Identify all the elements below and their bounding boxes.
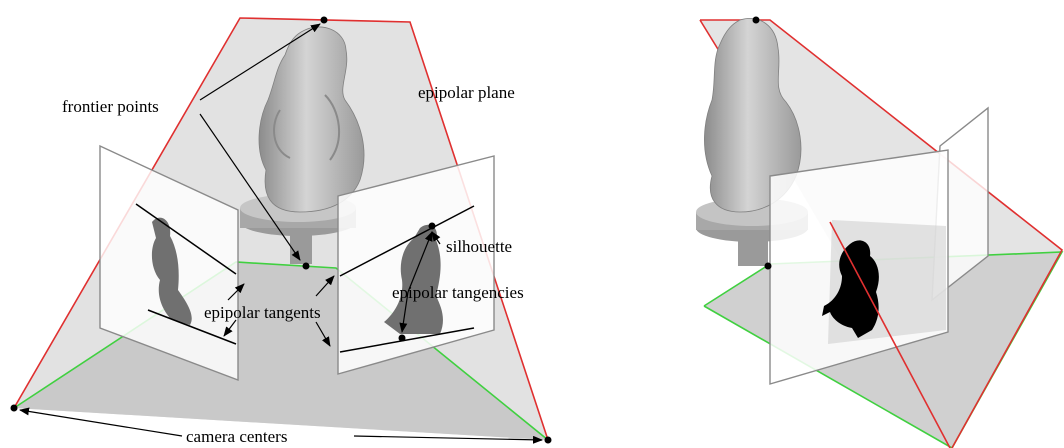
- label-silhouette: silhouette: [446, 237, 512, 256]
- statue-figure-icon: [240, 26, 365, 264]
- label-epipolar-plane: epipolar plane: [418, 83, 515, 102]
- epipolar-tangent-line: [135, 203, 237, 275]
- epipolar-tangent-line: [147, 309, 237, 345]
- camera-center: [544, 436, 552, 444]
- ground-plane-edge-right: [703, 251, 1064, 448]
- label-frontier-points: frontier points: [62, 97, 159, 116]
- frontier-point: [302, 262, 310, 270]
- frontier-point: [764, 262, 772, 270]
- epipolar-tangent-line: [339, 205, 475, 277]
- camera-center: [10, 404, 18, 412]
- epipolar-line-right: [829, 221, 951, 448]
- left-panel: frontier points epipolar plane silhouett…: [10, 16, 552, 446]
- label-epipolar-tangents: epipolar tangents: [204, 303, 321, 322]
- silhouette-shape-icon: [822, 240, 879, 338]
- right-panel: [696, 16, 1064, 448]
- label-camera-centers: camera centers: [186, 427, 287, 446]
- label-epipolar-tangencies: epipolar tangencies: [392, 283, 524, 302]
- ground-plane-left: [14, 262, 548, 440]
- frontier-point: [320, 16, 328, 24]
- epipolar-plane-edge-right: [700, 19, 1064, 448]
- epipolar-tangent-line: [339, 327, 475, 353]
- annotation-arrows: [19, 23, 543, 444]
- tangency-point: [428, 222, 436, 230]
- silhouette-shape-icon: [151, 217, 192, 325]
- frontier-point: [752, 16, 760, 24]
- tangency-point: [398, 334, 406, 342]
